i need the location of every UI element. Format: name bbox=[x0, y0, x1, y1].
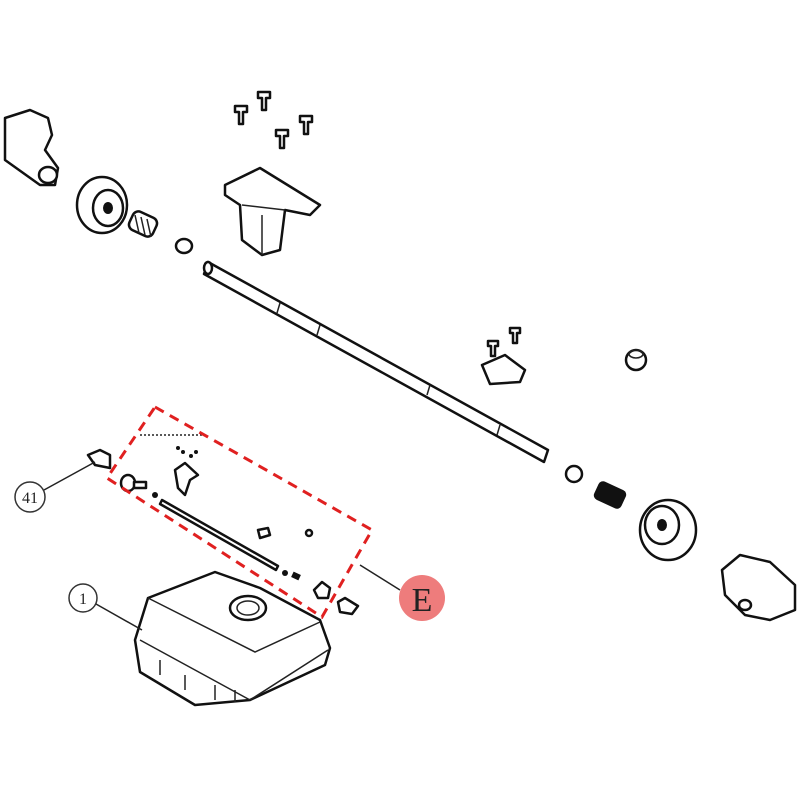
left-pulley bbox=[75, 175, 129, 235]
shaft-clamp bbox=[480, 326, 527, 386]
bushing bbox=[624, 348, 648, 372]
main-shaft bbox=[202, 260, 550, 464]
callout-1-label: 1 bbox=[79, 591, 87, 608]
callout-e-label: E bbox=[412, 582, 433, 619]
right-washer bbox=[564, 464, 584, 484]
left-spring bbox=[127, 210, 159, 238]
left-end-bracket bbox=[3, 108, 60, 187]
right-end-bracket bbox=[720, 553, 797, 622]
assembly-e-highlight-box bbox=[104, 405, 375, 620]
callout-1[interactable]: 1 bbox=[68, 583, 98, 613]
left-washer bbox=[174, 237, 194, 255]
right-pulley bbox=[638, 498, 698, 562]
leader-41 bbox=[43, 461, 96, 491]
callout-e-badge[interactable]: E bbox=[399, 575, 445, 621]
screws-top bbox=[233, 90, 314, 150]
leader-e bbox=[359, 564, 401, 591]
callout-41-label: 41 bbox=[22, 490, 38, 507]
bearing-housing bbox=[223, 166, 322, 257]
leader-1 bbox=[95, 603, 143, 631]
callout-41[interactable]: 41 bbox=[14, 481, 46, 513]
assembly-e-parts bbox=[86, 434, 360, 616]
base-housing bbox=[133, 570, 332, 707]
right-spring bbox=[593, 481, 627, 509]
